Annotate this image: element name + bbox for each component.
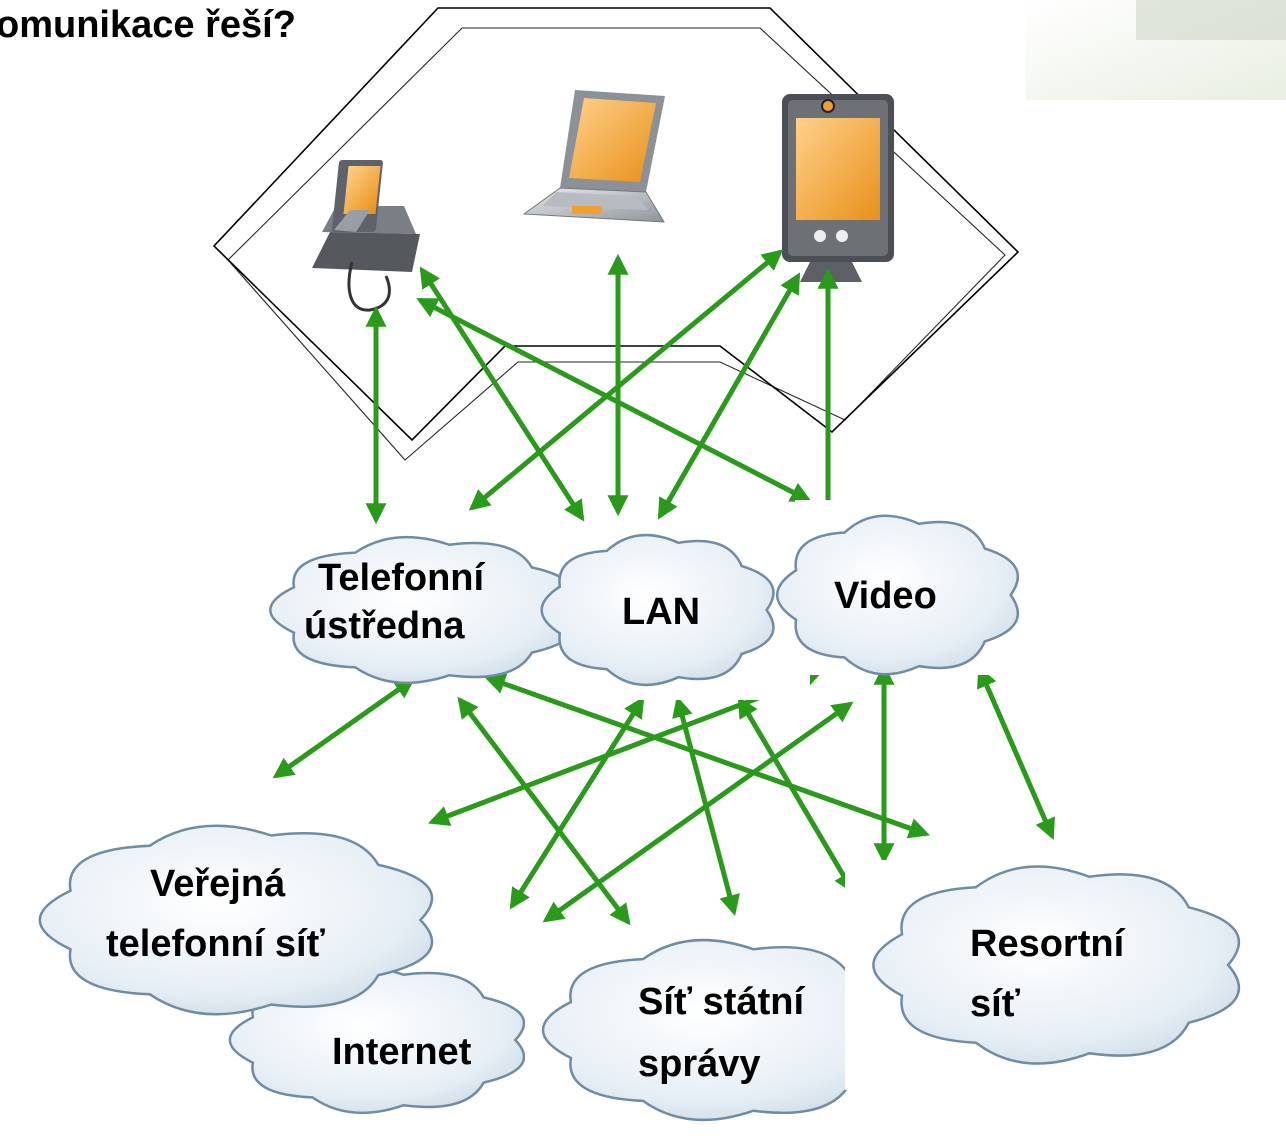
- state-network-label-line1: Síť státní: [638, 981, 805, 1023]
- cloud-lan: [540, 533, 775, 687]
- double-arrow-11: [509, 696, 645, 910]
- pbx-label-line1: Telefonní: [318, 557, 486, 599]
- laptop-icon: [522, 90, 665, 223]
- double-arrow-17: [977, 666, 1055, 840]
- double-arrow-15: [542, 701, 854, 923]
- dept-network-label-line1: Resortní: [970, 923, 1126, 965]
- pstn-label-line2: telefonní síť: [106, 923, 326, 965]
- double-arrow-5: [468, 249, 784, 511]
- cloud-state: [541, 938, 901, 1122]
- connection-arrows: [272, 249, 1055, 926]
- page-title: omunikace řeší?: [0, 4, 296, 46]
- double-arrow-13: [737, 696, 855, 894]
- video-label: Video: [834, 575, 937, 617]
- cloud-dept: [872, 865, 1240, 1065]
- cloud-labels: Telefonní ústředna LAN Video Veřejná tel…: [106, 557, 1126, 1085]
- lan-label: LAN: [622, 591, 700, 633]
- double-arrow-9: [457, 696, 631, 926]
- cloud-pbx: [269, 536, 575, 684]
- pbx-label-line2: ústředna: [304, 605, 465, 647]
- cloud-video: [776, 514, 1020, 676]
- desk-phone-with-screen-icon: [312, 160, 420, 312]
- dept-network-label-line2: síť: [970, 983, 1021, 1025]
- double-arrow-6: [657, 272, 801, 520]
- video-phone-icon: [782, 94, 894, 282]
- internet-label: Internet: [332, 1031, 472, 1073]
- double-arrow-8: [272, 677, 416, 779]
- state-network-label-line2: správy: [638, 1043, 761, 1085]
- cloud-pstn: [38, 824, 434, 1016]
- pstn-label-line1: Veřejná: [150, 863, 286, 905]
- clouds: [38, 500, 1285, 1135]
- double-arrow-3: [416, 297, 812, 503]
